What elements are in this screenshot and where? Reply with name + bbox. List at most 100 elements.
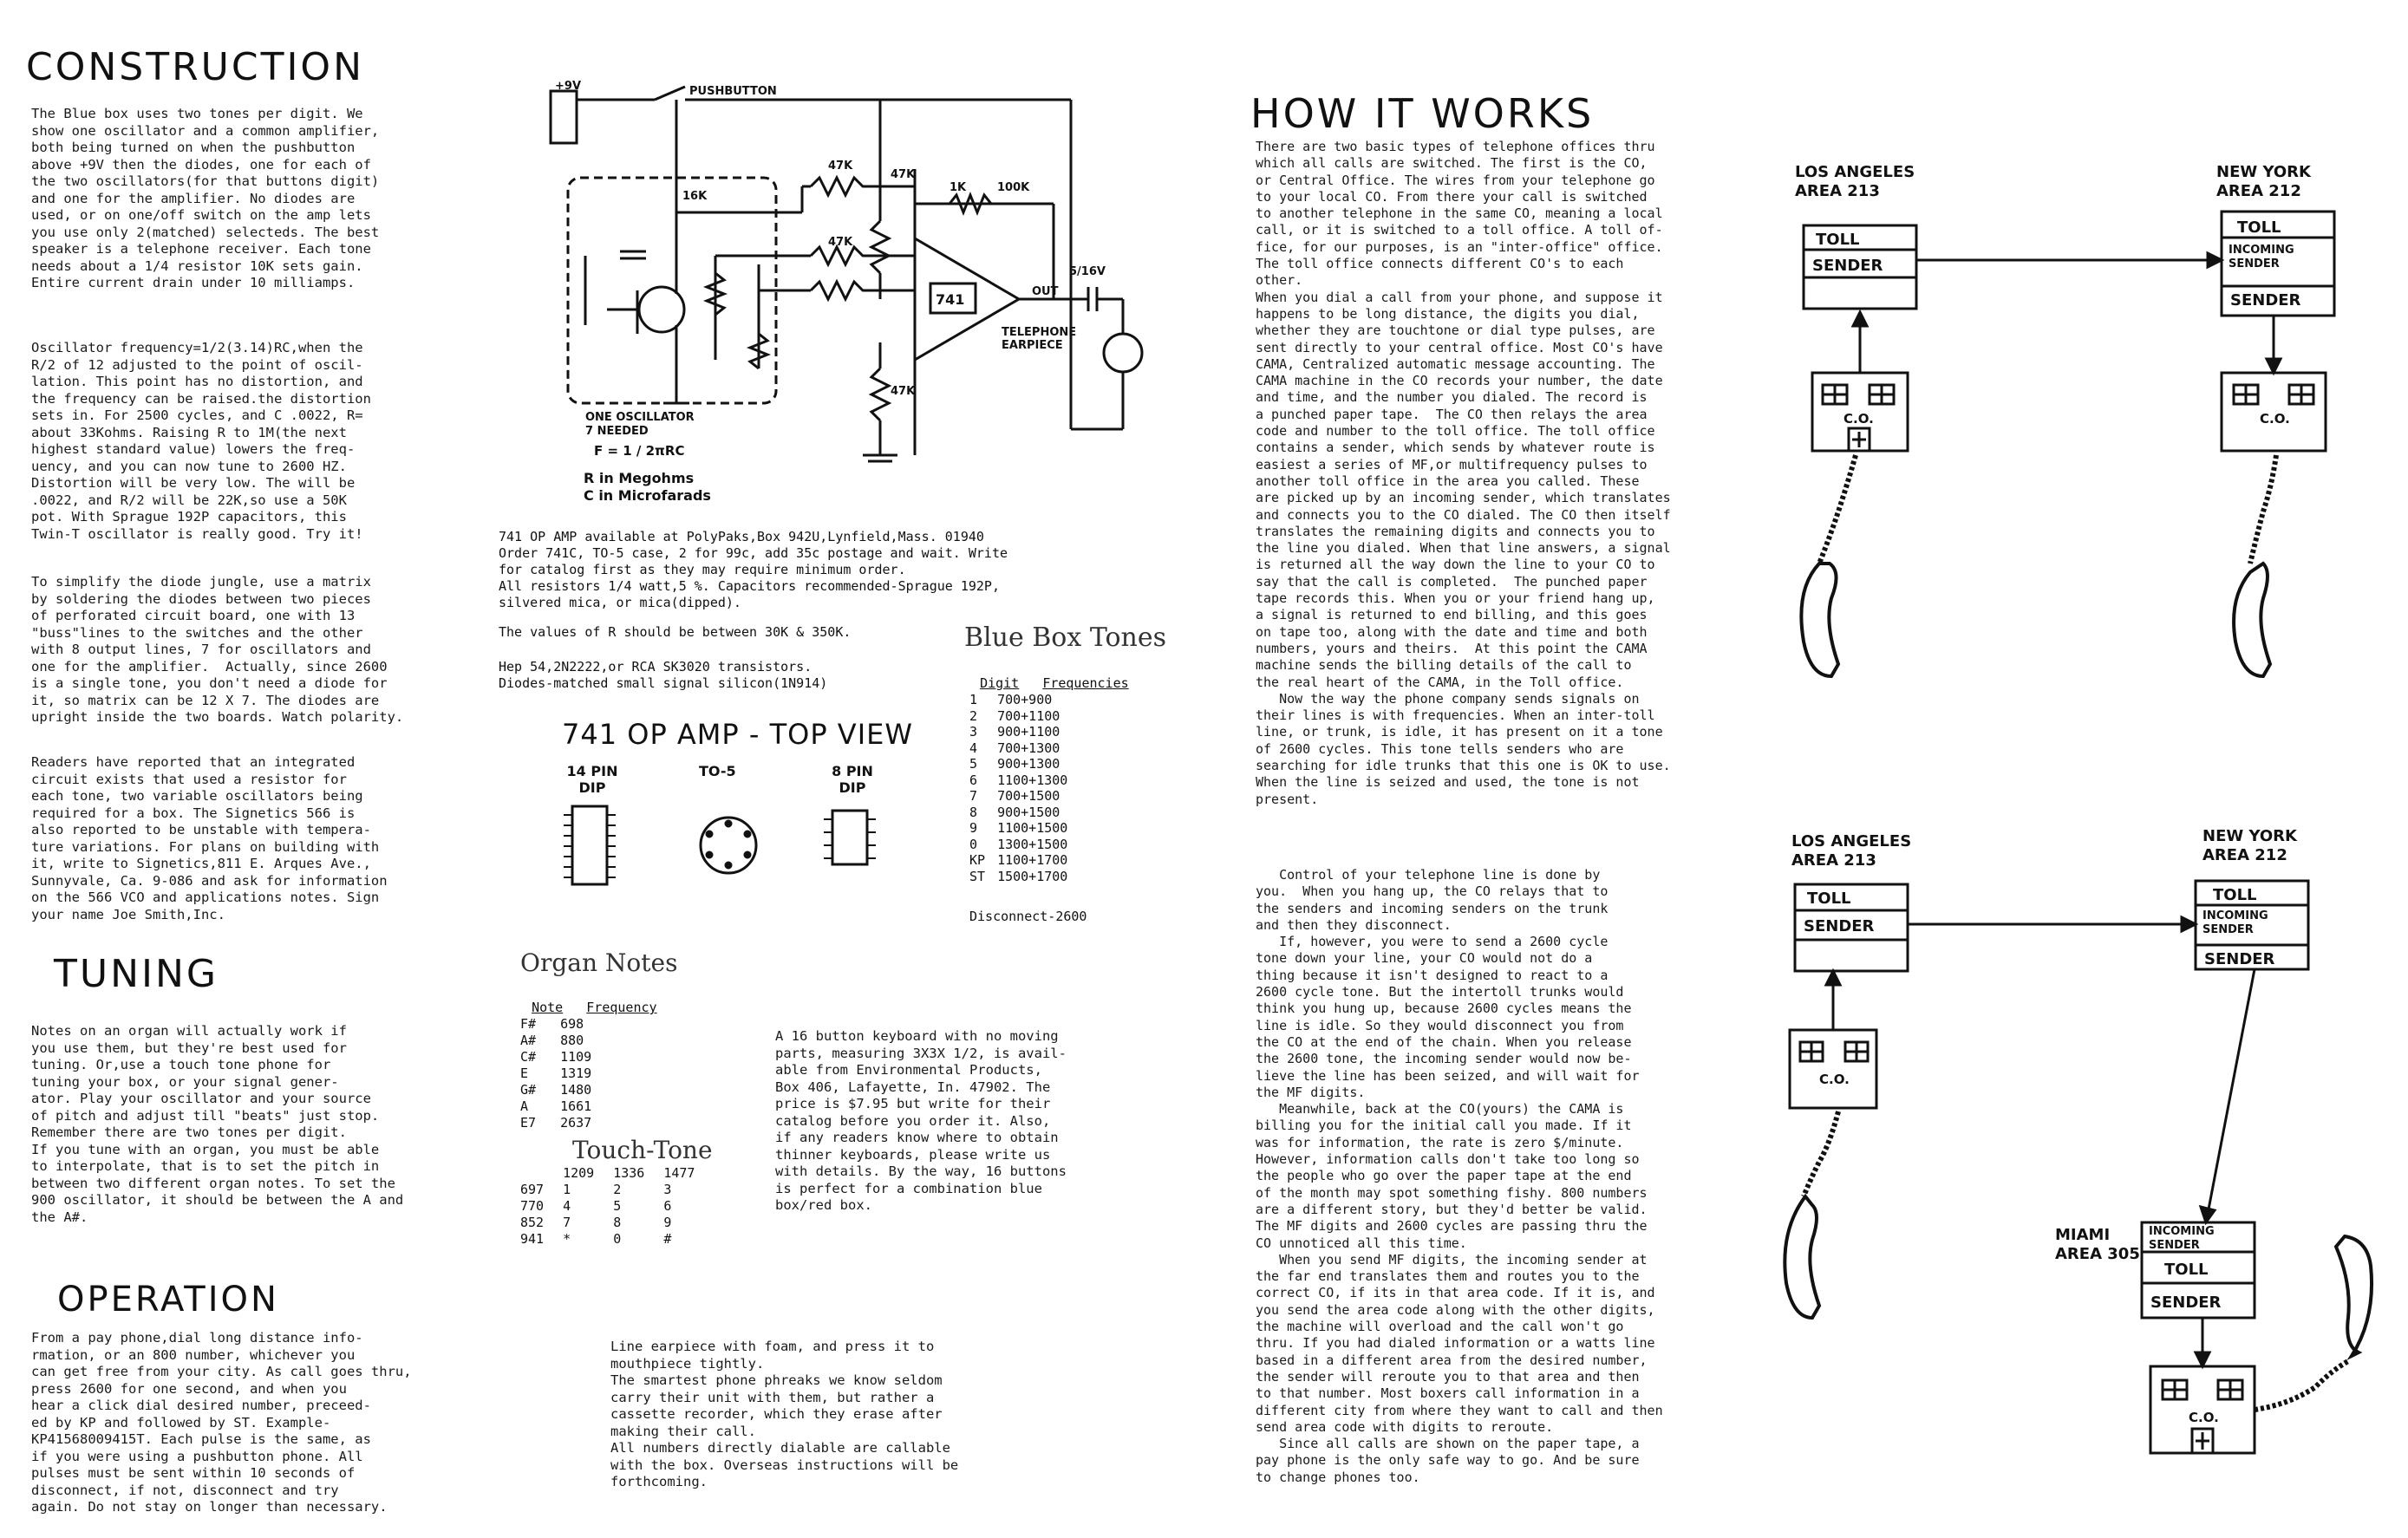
table-cell: F# (520, 1016, 537, 1032)
table-cell: 700+1100 (997, 707, 1060, 724)
touch-tone-row: 697 1 2 3 (520, 1182, 714, 1198)
how-it-works-paragraph-2: Control of your telephone line is done b… (1256, 867, 1663, 1485)
table-header-cell (520, 1165, 563, 1182)
bottom-miami-toll-label: TOLL (2164, 1261, 2209, 1279)
table-cell: 5 (969, 756, 978, 772)
table-cell: 1 (969, 692, 978, 707)
schematic-r47k-label-c: 47K (828, 236, 853, 249)
construction-paragraph-3: To simplify the diode jungle, use a matr… (31, 574, 404, 725)
table-cell: 1 (563, 1182, 571, 1197)
table-cell: KP (969, 852, 986, 868)
construction-paragraph-2: Oscillator frequency=1/2(3.14)RC,when th… (31, 340, 371, 542)
table-cell: 770 (520, 1198, 545, 1214)
touch-tone-heading: Touch-Tone (572, 1136, 713, 1164)
table-cell: 700+1300 (997, 740, 1060, 756)
bottom-miami-sender-label: SENDER (2150, 1294, 2222, 1312)
schematic-r47k-label-a: 47K (828, 160, 853, 173)
table-cell: 0 (969, 836, 978, 852)
opamp-to5-label: TO-5 (699, 763, 736, 779)
opamp-packages (564, 805, 876, 886)
schematic-pushbutton-label: PUSHBUTTON (689, 85, 777, 98)
tone-row: 3 900+1100 (969, 724, 1080, 740)
table-cell: 4 (969, 740, 978, 756)
keyboard-note: A 16 button keyboard with no moving part… (775, 1028, 1067, 1213)
organ-col-note: Note (532, 1000, 564, 1015)
blue-box-tones-heading: Blue Box Tones (964, 622, 1167, 653)
resistor-range-note: The values of R should be between 30K & … (499, 624, 852, 640)
table-cell: C# (520, 1049, 537, 1065)
organ-note-row: F# 698 (520, 1016, 616, 1033)
table-cell: 9 (663, 1215, 672, 1230)
tuning-heading: TUNING (54, 952, 219, 996)
opamp-14pin-label: 14 PIN DIP (566, 763, 618, 796)
touch-tone-row: 941*0# (520, 1231, 714, 1248)
table-cell: 697 (520, 1182, 545, 1197)
construction-paragraph-1: The Blue box uses two tones per digit. W… (31, 106, 380, 290)
opamp-heading: 741 OP AMP - TOP VIEW (562, 718, 913, 751)
table-cell: 2 (969, 707, 978, 724)
table-cell: 9 (969, 820, 978, 836)
organ-notes-heading: Organ Notes (520, 948, 678, 977)
table-cell: A (520, 1098, 529, 1114)
top-la-sender-label: SENDER (1812, 257, 1883, 275)
bottom-miami-co-label: C.O. (2189, 1410, 2219, 1425)
bottom-note: Line earpiece with foam, and press it to… (610, 1339, 959, 1489)
blue-box-tones-header: Digit Frequencies (964, 659, 1129, 692)
table-cell: 900+1500 (997, 804, 1060, 820)
table-cell: 900+1100 (997, 724, 1060, 740)
table-header-cell: 1209 (563, 1165, 595, 1181)
table-cell: 2 (613, 1182, 622, 1197)
bottom-la-co-label: C.O. (1819, 1072, 1850, 1087)
table-cell: * (563, 1231, 571, 1247)
table-cell: 5 (613, 1198, 622, 1214)
construction-paragraph-4: Readers have reported that an integrated… (31, 754, 388, 922)
table-cell: 698 (560, 1016, 584, 1032)
organ-notes-header: Note Frequency (516, 983, 657, 1016)
table-cell: 1661 (560, 1098, 592, 1114)
transistor-note: Hep 54,2N2222,or RCA SK3020 transistors.… (499, 659, 828, 691)
how-it-works-paragraph-1: There are two basic types of telephone o… (1256, 139, 1671, 807)
bottom-la-sender-label: SENDER (1804, 917, 1875, 935)
schematic-r47k-label-b: 47K (891, 168, 916, 181)
table-cell: 1300+1500 (997, 836, 1068, 852)
schematic-r47k-label-d: 47K (891, 385, 916, 398)
table-cell: 7 (563, 1215, 571, 1230)
tone-row: KP 1100+1700 (969, 852, 1080, 869)
tuning-text: Notes on an organ will actually work if … (31, 1023, 404, 1225)
table-cell: 7 (969, 788, 978, 804)
table-cell: 1100+1700 (997, 852, 1068, 868)
table-cell: 3 (663, 1182, 672, 1197)
top-la-toll-label: TOLL (1816, 231, 1860, 249)
table-cell: 852 (520, 1215, 545, 1230)
table-cell: E (520, 1066, 529, 1081)
top-la-co-label: C.O. (1844, 411, 1874, 427)
construction-heading: CONSTRUCTION (26, 45, 364, 89)
table-cell: 941 (520, 1231, 545, 1247)
organ-col-frequency: Frequency (586, 1000, 657, 1015)
table-header-cell: 1477 (663, 1165, 695, 1181)
schematic-r16k-label: 16K (682, 190, 708, 203)
table-cell: 3 (969, 724, 978, 740)
schematic-voltage-label: +9V (555, 80, 581, 93)
how-it-works-heading: HOW IT WORKS (1250, 90, 1595, 137)
tone-row: 4 700+1300 (969, 740, 1080, 757)
